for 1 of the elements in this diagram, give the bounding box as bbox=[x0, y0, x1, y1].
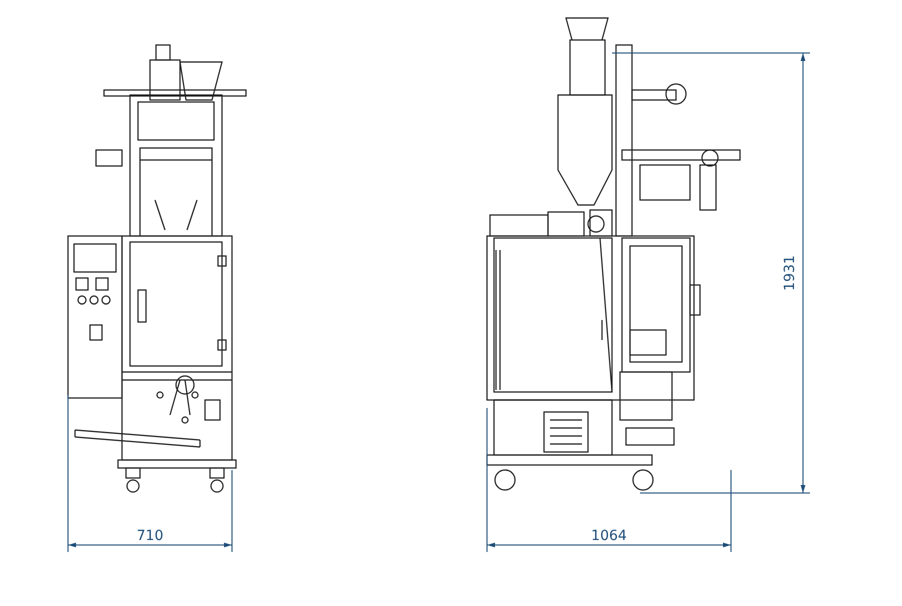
dimension-label: 710 bbox=[134, 529, 166, 543]
